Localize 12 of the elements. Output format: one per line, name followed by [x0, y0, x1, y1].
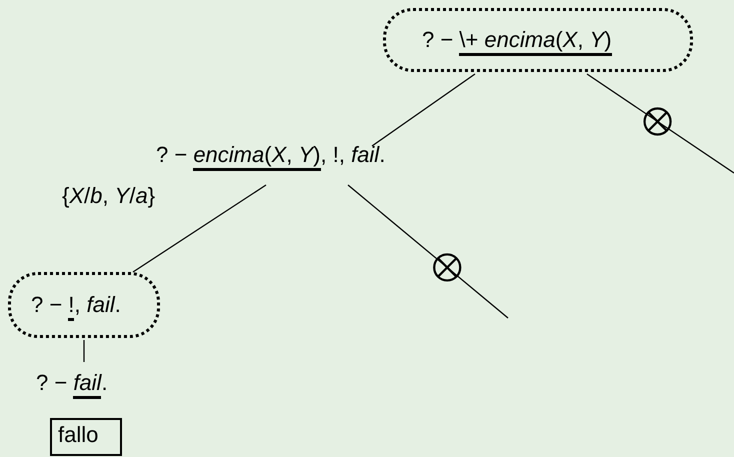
tree-branch	[83, 340, 85, 362]
tree-branch	[586, 74, 734, 174]
tree-branch	[372, 74, 476, 146]
result-box: fallo	[50, 418, 122, 456]
goal-text: ? − !, fail.	[31, 292, 121, 318]
tree-branch	[348, 184, 508, 318]
tree-branch	[132, 184, 266, 272]
goal-text: ? − fail.	[36, 370, 108, 396]
dotted-outline	[8, 272, 160, 338]
goal-text: ? − \+ encima(X, Y)	[422, 27, 612, 53]
dotted-outline	[383, 8, 693, 72]
goal-text: ? − encima(X, Y), !, fail.	[156, 142, 386, 168]
